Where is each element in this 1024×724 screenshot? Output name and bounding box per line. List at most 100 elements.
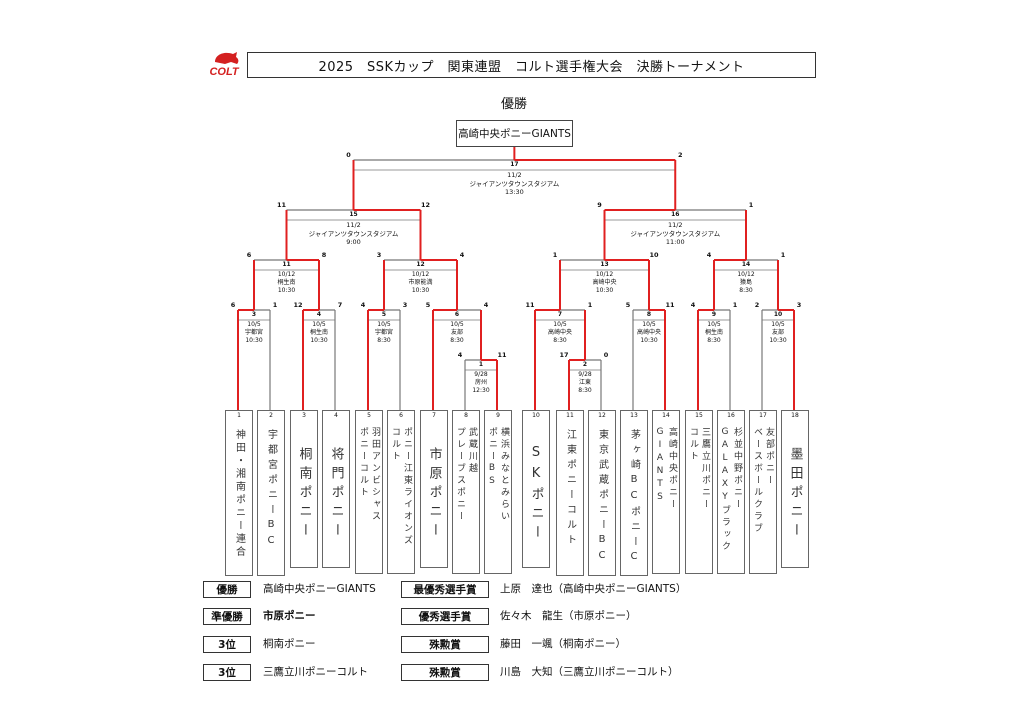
team-name: 東京武蔵ポニーBC [596,429,608,566]
team-name: 友部ポニー ベースボールクラブ [752,427,774,535]
match-number: 1 [478,361,484,368]
team-box: SKポニー [522,421,550,568]
match-number: 13 [600,261,609,268]
match-time: 10:30 [245,337,263,344]
match-venue: 市原能満 [408,279,433,286]
match-time: 11:00 [665,238,685,246]
match-date: 10/12 [737,271,755,278]
right-score: 3 [402,301,408,309]
match-venue: 桐生南 [704,329,723,336]
team-box: 杉並中野ポニー GALAXYブラック [717,421,745,574]
match-date: 10/12 [411,271,430,278]
match-venue: 高崎中央 [636,329,661,336]
team-box: 横浜みなとみらい ポニーBS [484,421,512,574]
team-name: 江東ポニーコルト [564,429,576,549]
award-player: 藤田 一颯（桐南ポニー） [500,638,626,650]
award-player: 川島 大知（三鷹立川ポニーコルト） [500,666,679,678]
match-date: 10/5 [707,321,721,328]
match-venue: ジャイアンツタウンスタジアム [469,179,560,188]
team-name: 横浜みなとみらい ポニーBS [487,427,509,523]
match-number: 10 [773,311,783,318]
team-box: 東京武蔵ポニーBC [588,421,616,576]
team-number: 2 [257,410,285,422]
right-score: 4 [459,251,465,259]
match-time: 10:30 [277,287,296,294]
match-number: 14 [741,261,751,268]
match-venue: 猿島 [739,279,752,286]
team-box: 三鷹立川ポニー コルト [685,421,713,574]
match-number: 9 [711,311,717,318]
match-venue: ジャイアンツタウンスタジアム [308,229,399,238]
team-box: 武蔵川越 プレーブスポニー [452,421,480,574]
match-time: 13:30 [505,188,524,196]
match-number: 3 [251,311,257,318]
team-name: 杉並中野ポニー GALAXYブラック [720,427,742,553]
left-score: 5 [425,301,431,309]
match-number: 11 [282,261,291,268]
award-label: 優秀選手賞 [401,608,489,625]
match-venue: 友部 [450,329,463,336]
team-box: 市原ポニー [420,421,448,568]
right-score: 10 [649,251,659,259]
match-venue: 高崎中央 [547,329,572,336]
left-score: 6 [246,251,252,259]
left-score: 11 [525,301,535,309]
team-box: 友部ポニー ベースボールクラブ [749,421,777,574]
match-time: 8:30 [578,387,592,394]
champion-team: 高崎中央ポニーGIANTS [456,120,573,147]
right-score: 7 [337,301,343,309]
placing-label: 3位 [203,664,251,681]
match-time: 8:30 [707,337,721,344]
team-box: 将門ポニー [322,421,350,568]
champion-heading: 優勝 [500,97,527,112]
match-venue: 宇都宮 [244,329,263,336]
team-name: 将門ポニー [328,446,344,542]
svg-text:COLT: COLT [209,66,239,78]
placing-team: 三鷹立川ポニーコルト [263,666,368,678]
match-date: 9/28 [578,371,592,378]
match-number: 16 [671,211,680,218]
award-player: 上原 達也（高崎中央ポニーGIANTS） [500,583,687,595]
match-number: 5 [381,311,387,318]
award-player: 佐々木 龍生（市原ポニー） [500,610,637,622]
team-name: 三鷹立川ポニー コルト [688,427,710,511]
right-score: 1 [732,301,738,309]
match-venue: 江東 [578,379,591,386]
match-date: 11/2 [507,171,522,179]
team-name: 羽田アンビシャス ポニーコルト [358,427,380,523]
right-score: 11 [665,301,675,309]
match-venue: ジャイアンツタウンスタジアム [630,229,721,238]
award-label: 殊勲賞 [401,636,489,653]
match-date: 10/12 [277,271,296,278]
team-name: 市原ポニー [426,446,442,542]
left-score: 4 [706,251,712,259]
left-score: 9 [597,201,602,209]
team-name: 茅ヶ崎BCポニーC [628,429,640,567]
team-box: 羽田アンビシャス ポニーコルト [355,421,383,574]
right-score: 4 [483,301,489,309]
left-score: 6 [230,301,236,309]
match-number: 17 [510,161,519,168]
right-score: 0 [603,351,609,359]
match-time: 10:30 [411,287,430,294]
match-venue: 高崎中央 [592,279,617,286]
right-score: 3 [796,301,802,309]
team-name: 武蔵川越 プレーブスポニー [455,427,477,523]
match-date: 10/5 [553,321,567,328]
right-score: 1 [780,251,786,259]
match-date: 10/5 [247,321,261,328]
match-number: 4 [316,311,322,318]
right-score: 11 [497,351,507,359]
team-box: 茅ヶ崎BCポニーC [620,421,648,576]
right-score: 1 [748,201,754,209]
match-time: 10:30 [310,337,328,344]
team-box: 高崎中央ポニー GIANTS [652,421,680,574]
match-date: 10/5 [312,321,326,328]
left-score: 4 [360,301,366,309]
team-box: 宇都宮ポニーBC [257,421,285,576]
match-number: 6 [454,311,460,318]
team-name: 墨田ポニー [787,446,803,542]
team-box: 墨田ポニー [781,421,809,568]
match-time: 8:30 [450,337,464,344]
